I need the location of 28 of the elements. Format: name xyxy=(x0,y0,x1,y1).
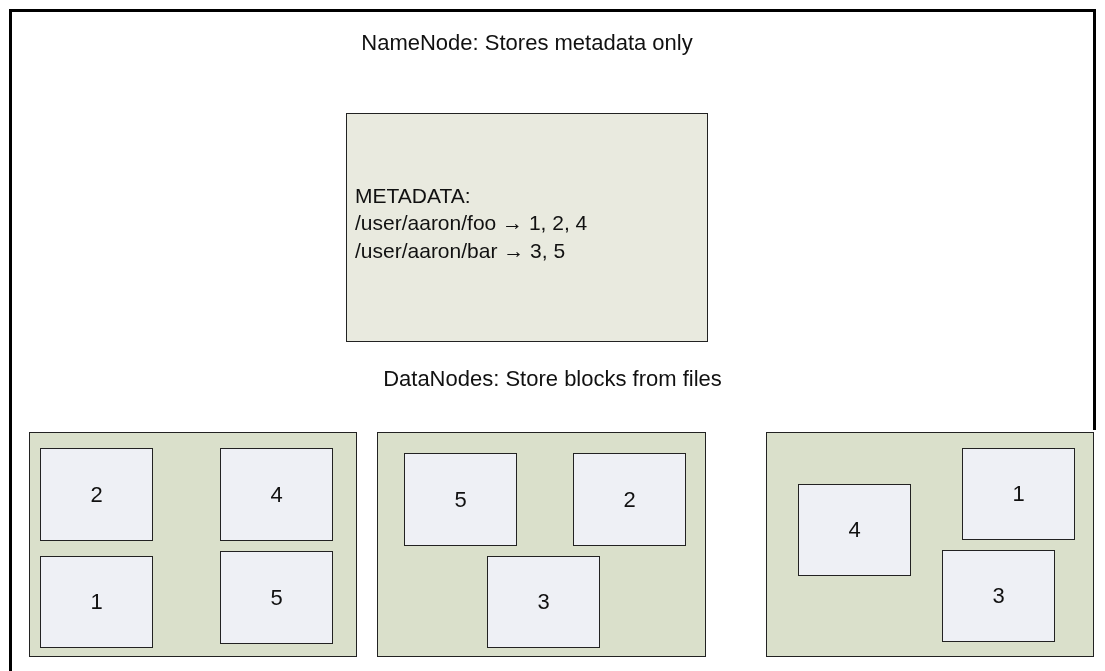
block-box xyxy=(798,484,911,576)
block-number: 5 xyxy=(454,486,467,513)
block-number: 5 xyxy=(270,584,283,611)
block-box xyxy=(404,453,517,546)
block-box xyxy=(487,556,600,648)
block-box xyxy=(220,551,333,644)
block-box xyxy=(40,556,153,648)
block-number: 4 xyxy=(848,517,861,543)
metadata-line: /user/aaron/foo → 1, 2, 4 xyxy=(355,210,588,237)
block-box xyxy=(220,448,333,541)
block-box xyxy=(962,448,1075,540)
metadata-line: METADATA: xyxy=(355,183,472,209)
block-box xyxy=(40,448,153,541)
metadata-line: /user/aaron/bar → 3, 5 xyxy=(355,237,567,264)
datanode-panel xyxy=(29,432,357,657)
block-number: 2 xyxy=(90,481,103,508)
node-heading: NameNode: Stores metadata only xyxy=(360,29,694,57)
block-number: 4 xyxy=(270,481,283,508)
block-box xyxy=(573,453,686,546)
section-label: DataNodes: Store blocks from files xyxy=(382,366,723,392)
block-number: 2 xyxy=(623,486,636,513)
block-number: 1 xyxy=(90,589,103,615)
block-box xyxy=(942,550,1055,642)
datanode-panel xyxy=(766,432,1094,657)
block-number: 3 xyxy=(992,583,1005,609)
block-number: 3 xyxy=(537,589,550,615)
block-number: 1 xyxy=(1012,481,1025,507)
datanode-panel xyxy=(377,432,706,657)
